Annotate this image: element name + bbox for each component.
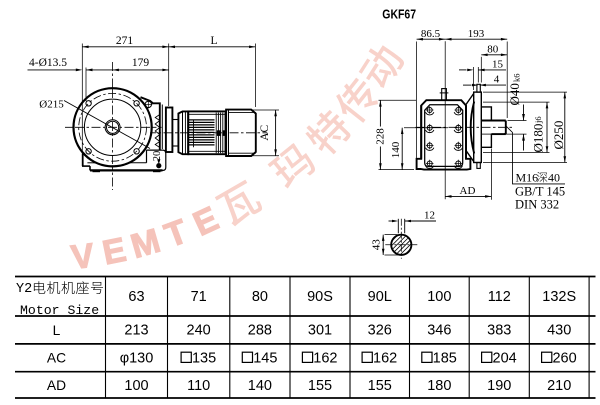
svg-text:383: 383 (487, 323, 511, 339)
svg-text:162: 162 (373, 351, 397, 367)
svg-text:L: L (210, 35, 217, 47)
svg-text:φ130: φ130 (120, 351, 154, 367)
svg-text:12: 12 (424, 209, 435, 221)
svg-text:288: 288 (248, 323, 272, 339)
svg-text:Ø40: Ø40 (507, 83, 522, 105)
svg-text:20: 20 (152, 151, 163, 162)
svg-text:132S: 132S (542, 289, 576, 305)
svg-text:155: 155 (368, 378, 392, 394)
svg-text:110: 110 (187, 378, 210, 394)
svg-text:80: 80 (487, 43, 499, 55)
svg-text:140: 140 (248, 378, 272, 394)
svg-text:301: 301 (308, 323, 332, 339)
svg-text:AC: AC (47, 351, 66, 366)
svg-text:190: 190 (487, 378, 511, 394)
svg-text:Ø215: Ø215 (39, 99, 64, 111)
svg-text:228: 228 (375, 128, 387, 145)
svg-text:86.5: 86.5 (421, 28, 441, 40)
svg-text:135: 135 (192, 351, 216, 367)
svg-text:j6: j6 (533, 116, 543, 124)
svg-text:140: 140 (390, 141, 402, 158)
svg-text:AD: AD (460, 185, 476, 197)
svg-text:204: 204 (493, 351, 517, 367)
svg-text:AC: AC (259, 124, 271, 140)
svg-text:Motor Size: Motor Size (20, 303, 99, 318)
svg-text:4-Ø13.5: 4-Ø13.5 (29, 57, 67, 69)
svg-text:L: L (53, 323, 61, 338)
svg-text:162: 162 (313, 351, 337, 367)
svg-text:V: V (69, 236, 97, 277)
svg-text:185: 185 (433, 351, 457, 367)
svg-text:145: 145 (253, 351, 277, 367)
svg-text:213: 213 (124, 323, 148, 339)
svg-text:90S: 90S (307, 289, 333, 305)
svg-text:40: 40 (548, 171, 560, 185)
svg-text:DIN 332: DIN 332 (515, 198, 559, 212)
svg-text:90L: 90L (368, 289, 392, 305)
svg-text:155: 155 (308, 378, 332, 394)
svg-text:180: 180 (427, 378, 451, 394)
svg-text:271: 271 (116, 35, 134, 47)
svg-text:80: 80 (252, 289, 268, 305)
svg-text:260: 260 (552, 351, 576, 367)
svg-text:GKF67: GKF67 (382, 6, 416, 21)
svg-text:43: 43 (371, 239, 383, 251)
svg-text:M16: M16 (516, 171, 539, 185)
svg-text:179: 179 (132, 57, 150, 69)
svg-text:Y2: Y2 (16, 282, 32, 297)
svg-text:326: 326 (368, 323, 392, 339)
svg-text:AD: AD (47, 378, 66, 393)
svg-text:63: 63 (128, 289, 144, 305)
svg-text:4: 4 (494, 74, 500, 86)
svg-text:k6: k6 (511, 74, 521, 83)
svg-text:193: 193 (468, 28, 485, 40)
svg-text:15: 15 (492, 58, 504, 70)
svg-text:240: 240 (187, 323, 211, 339)
svg-text:100: 100 (124, 378, 148, 394)
svg-text:346: 346 (427, 323, 451, 339)
svg-text:71: 71 (191, 289, 207, 305)
svg-text:100: 100 (427, 289, 451, 305)
svg-text:112: 112 (488, 289, 511, 305)
svg-text:Ø180: Ø180 (530, 124, 545, 153)
svg-text:GB/T 145: GB/T 145 (515, 184, 565, 198)
svg-text:Ø250: Ø250 (551, 121, 566, 150)
svg-text:430: 430 (547, 323, 571, 339)
svg-text:210: 210 (547, 378, 571, 394)
